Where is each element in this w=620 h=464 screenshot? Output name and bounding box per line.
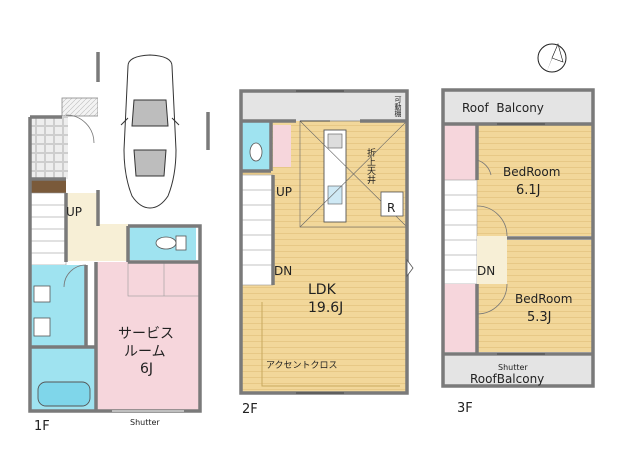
stair-3f bbox=[442, 179, 478, 285]
washer-1f bbox=[33, 317, 51, 337]
dn-label-2f: DN bbox=[274, 264, 292, 278]
bay-marker bbox=[406, 258, 414, 278]
bedroom-1 bbox=[477, 124, 593, 236]
walls-1f bbox=[28, 52, 210, 413]
floor-label-2f: 2F bbox=[242, 402, 258, 417]
hall-3f bbox=[477, 236, 507, 284]
ldk-label: LDK bbox=[308, 282, 337, 298]
bathtub bbox=[37, 381, 91, 407]
shutter-label-3f: Shutter bbox=[498, 363, 528, 372]
service-room-label-2: ルーム bbox=[124, 344, 166, 360]
floor-label-1f: 1F bbox=[34, 419, 50, 434]
accent-wall bbox=[261, 302, 400, 387]
toilet-bowl-2f bbox=[249, 142, 263, 162]
kitchen-stove bbox=[327, 133, 343, 149]
stair-steps-1f bbox=[30, 204, 66, 254]
stair-steps-3f bbox=[443, 194, 477, 271]
windows-2f bbox=[296, 90, 344, 394]
dn-label-3f: DN bbox=[477, 264, 495, 278]
stair-2f bbox=[240, 174, 274, 286]
ceiling-label-2f: 折上天井 bbox=[365, 147, 376, 185]
r-label-2f: R bbox=[387, 201, 395, 215]
compass-north-icon bbox=[537, 43, 567, 73]
floor-label-3f: 3F bbox=[457, 401, 473, 416]
shutter-label-1f: Shutter bbox=[130, 418, 160, 427]
up-label-1f: UP bbox=[66, 205, 82, 219]
shoe-closet bbox=[30, 179, 66, 193]
windows-3f bbox=[497, 123, 545, 355]
floor-1f: UP サービス ルーム 6J Shutter 1F bbox=[28, 52, 210, 434]
car-icon bbox=[120, 54, 180, 209]
storage-2f bbox=[273, 125, 291, 167]
entrance-canopy bbox=[61, 97, 99, 117]
stair-steps-2f bbox=[241, 189, 273, 266]
up-label-2f: UP bbox=[276, 185, 292, 199]
roof-balcony-top bbox=[443, 90, 593, 124]
closet-3f-bottom bbox=[443, 284, 477, 352]
ldk-size: 19.6J bbox=[308, 300, 343, 316]
toilet-bowl-1f bbox=[155, 236, 177, 250]
toilet-tank-1f bbox=[175, 235, 187, 251]
balcony-2f bbox=[241, 91, 407, 121]
kitchen-sink bbox=[327, 185, 343, 205]
bedroom-2-size: 5.3J bbox=[527, 310, 552, 325]
bedroom-1-size: 6.1J bbox=[516, 183, 541, 198]
closet-3f-top bbox=[443, 124, 477, 180]
floor-2f: 可動棚 折上天井 UP R DN LDK 19.6J アクセントクロス 2F bbox=[239, 89, 414, 417]
entrance-porch bbox=[30, 117, 68, 179]
accent-label: アクセントクロス bbox=[266, 360, 338, 371]
refrigerator-box bbox=[380, 191, 404, 217]
floor-3f: Roof Balcony BedRoom 6.1J DN BedRoom 5.3… bbox=[441, 88, 595, 416]
roof-balcony-bottom-label: RoofBalcony bbox=[470, 372, 544, 386]
service-room-label-1: サービス bbox=[118, 326, 174, 342]
service-room-size: 6J bbox=[140, 361, 153, 377]
roof-balcony-bottom bbox=[443, 356, 593, 386]
bedroom-1-label: BedRoom bbox=[503, 165, 560, 179]
storage-label-2f: 可動棚 bbox=[394, 96, 402, 118]
roof-balcony-top-label: Roof Balcony bbox=[462, 101, 544, 115]
bedroom-2-label: BedRoom bbox=[515, 292, 572, 306]
sink-1f bbox=[33, 285, 51, 303]
